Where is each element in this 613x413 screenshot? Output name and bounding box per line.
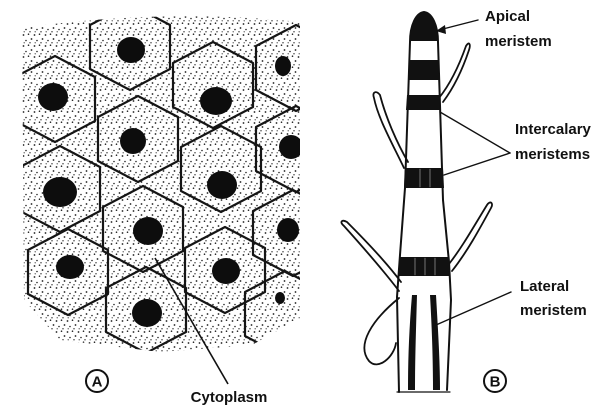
lateral-pointer-line [436,292,511,325]
apical-meristem-label-line1: Apical [485,8,530,25]
nucleus [56,255,84,279]
left-lower-branch [341,221,401,291]
right-upper-branch [439,43,470,102]
intercalary-pointer-line-lower [444,153,510,175]
nucleus [275,292,285,304]
nucleus [133,217,163,245]
apical-meristem-label-line2: meristem [485,33,552,50]
nucleus [38,83,68,111]
nucleus [212,258,240,284]
cell-tissue [0,0,336,360]
intercalary-band [404,168,444,188]
panel-a: A Cytoplasm [0,0,336,406]
intercalary-band [399,257,450,276]
nucleus [277,218,299,242]
nucleus [275,56,291,76]
nucleus [120,128,146,154]
panel-a-letter: A [92,374,103,391]
panel-b-letter: B [490,374,501,391]
apical-meristem-tip [410,12,438,41]
lateral-meristem-label-line2: meristem [520,302,587,319]
cytoplasm-label: Cytoplasm [191,389,268,406]
lateral-meristem-strand-left [408,295,417,390]
left-lower-leaf [364,298,399,364]
intercalary-band [408,60,439,80]
lateral-meristem-label-line1: Lateral [520,278,569,295]
right-lower-branch [449,202,492,271]
intercalary-band [406,95,440,110]
nucleus [207,171,237,199]
nucleus [132,299,162,327]
intercalary-pointer-line-upper [440,112,510,153]
nucleus [279,135,303,159]
nucleus [43,177,77,207]
nucleus [117,37,145,63]
left-upper-branch [373,92,408,168]
panel-b [341,12,511,392]
intercalary-meristems-label-line1: Intercalary [515,121,592,138]
panel-b-labels: Apical meristem Intercalary meristems La… [485,8,592,319]
lateral-meristem-strand-right [430,295,440,390]
nucleus [200,87,232,115]
intercalary-meristems-label-line2: meristems [515,146,590,163]
